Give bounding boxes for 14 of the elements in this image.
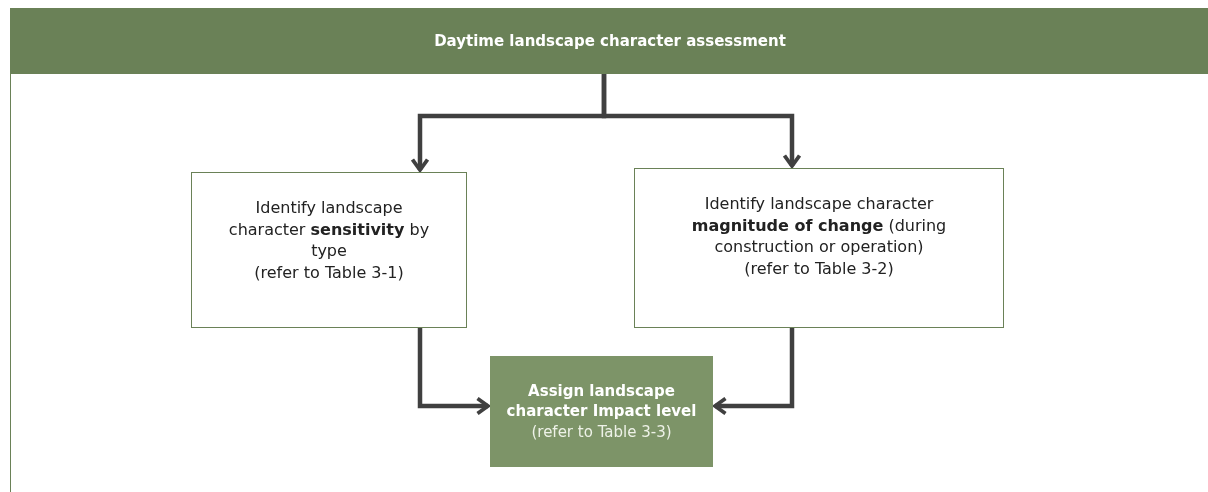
header-title: Daytime landscape character assessment (434, 32, 786, 50)
arrow (417, 328, 490, 416)
arrow (601, 74, 802, 168)
process-box (634, 168, 1004, 328)
box-text: Assign landscape character Impact level (505, 381, 698, 422)
box-text: Identify landscape character magnitude of change (during construction or operation) (690, 193, 948, 258)
process-box (191, 172, 467, 328)
arrow (713, 328, 795, 416)
header-band (10, 8, 1208, 74)
box-text: Identify landscape character sensitivity by type (227, 197, 431, 262)
process-box (490, 356, 713, 467)
table-reference: (refer to Table 3-1) (254, 261, 404, 284)
table-reference: (refer to Table 3-2) (744, 257, 894, 280)
table-reference: (refer to Table 3-3) (531, 421, 672, 442)
